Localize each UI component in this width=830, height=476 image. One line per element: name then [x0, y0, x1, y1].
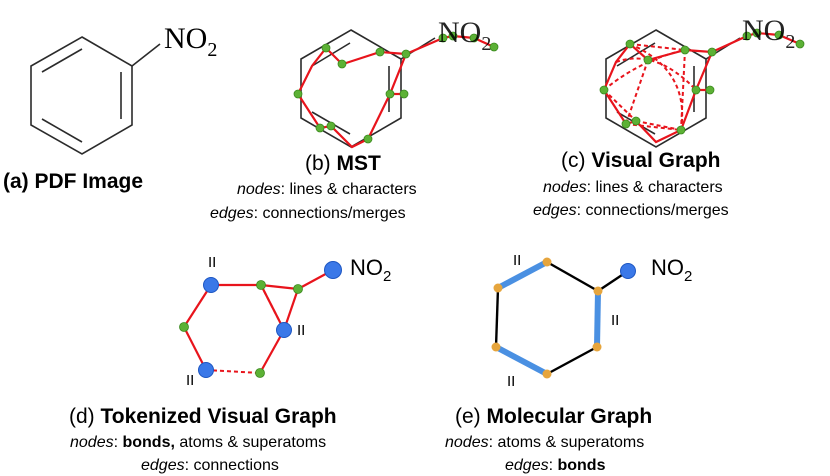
- panel-a-pdf-image: NO2 (a) PDF Image: [3, 22, 217, 193]
- panel-d-nodes: [179, 261, 342, 378]
- panel-e-double-mark-2: II: [611, 312, 619, 329]
- panel-d-double-mark-1: II: [208, 254, 216, 271]
- panel-e-bonds: [494, 259, 629, 377]
- panel-b-mst-nodes: [293, 31, 499, 144]
- panel-a-no2-label: NO2: [164, 22, 217, 61]
- panel-b-nodes-line: nodes: lines & characters: [237, 181, 417, 198]
- panel-e-edges-line: edges: bonds: [505, 457, 606, 474]
- panel-d-nodes-line: nodes: bonds, atoms & superatoms: [70, 434, 326, 451]
- panel-e-atoms: [491, 257, 636, 379]
- panel-b-mst: NO2 (b) MST nodes: lines & characters ed…: [210, 16, 499, 222]
- panel-e-double-mark-3: II: [507, 373, 515, 390]
- panel-c-visual-nodes: [599, 28, 805, 135]
- panel-e-nodes-line: nodes: atoms & superatoms: [445, 434, 644, 451]
- panel-d-double-mark-2: II: [297, 322, 305, 339]
- panel-b-caption: (b) MST: [305, 152, 381, 175]
- panel-c-edges-line: edges: connections/merges: [533, 202, 729, 219]
- panel-e-no2-label: NO2: [651, 255, 692, 285]
- panel-c-caption: (c) Visual Graph: [561, 149, 721, 172]
- panel-b-no2-label: NO2: [438, 16, 491, 55]
- panel-e-double-mark-1: II: [513, 252, 521, 269]
- panel-e-molecular-graph: II II II NO2 (e) Molecular Graph nodes: …: [445, 252, 692, 474]
- panel-a-benzene-ring: [30, 36, 161, 155]
- panel-d-edges-line: edges: connections: [141, 457, 279, 474]
- panel-d-double-mark-3: II: [186, 372, 194, 389]
- panel-e-caption: (e) Molecular Graph: [455, 405, 652, 428]
- panel-a-caption: (a) PDF Image: [3, 170, 143, 193]
- panel-d-caption: (d) Tokenized Visual Graph: [69, 405, 337, 428]
- panel-c-visual-graph: NO2 (c) Visual Graph nodes: lines & char…: [533, 14, 805, 219]
- panel-b-edges-line: edges: connections/merges: [210, 205, 406, 222]
- panel-c-visual-edges: [602, 31, 801, 144]
- panel-d-tokenized-graph: II II II NO2 (d) Tokenized Visual Graph …: [69, 254, 391, 474]
- panel-c-no2-label: NO2: [742, 14, 795, 53]
- panel-b-mst-edges: [297, 34, 495, 149]
- panel-d-no2-label: NO2: [350, 255, 391, 285]
- panel-c-nodes-line: nodes: lines & characters: [543, 179, 723, 196]
